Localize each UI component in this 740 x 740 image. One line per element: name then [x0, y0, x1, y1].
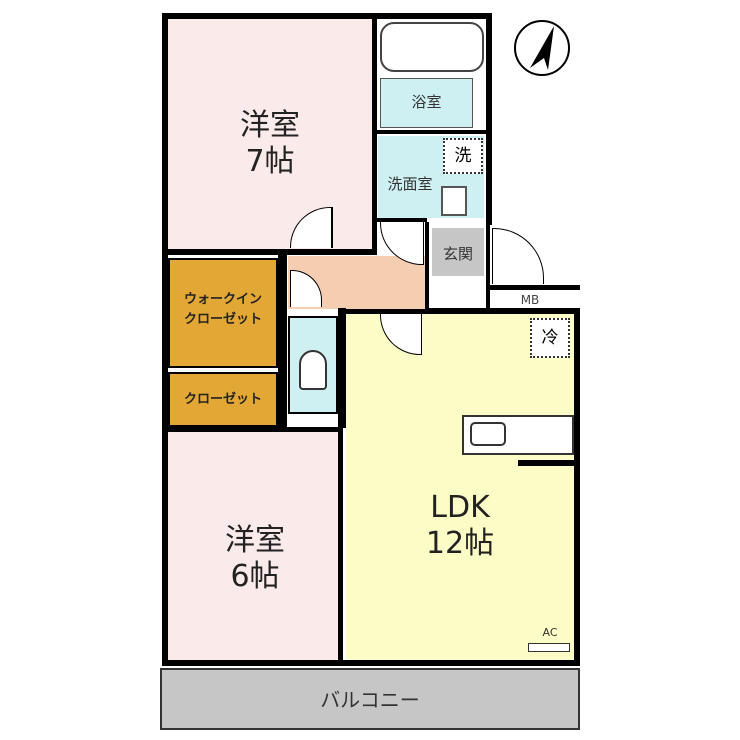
room-name: 洋室	[225, 523, 285, 558]
room-name: ウォークイン	[183, 292, 262, 307]
ac-label: AC	[542, 626, 558, 639]
room-ldk	[346, 314, 574, 660]
washer-symbol: 洗	[454, 146, 472, 166]
washer-space: 洗	[443, 138, 483, 174]
room-bath	[380, 78, 473, 128]
room-size: 6帖	[230, 559, 280, 594]
fridge-symbol: 冷	[541, 328, 559, 348]
bathtub	[380, 22, 484, 72]
entrance-door	[492, 228, 544, 284]
meter-box-label: MB	[520, 293, 540, 307]
closet	[168, 372, 278, 427]
ac-unit	[528, 643, 570, 652]
fridge-space: 冷	[530, 318, 570, 358]
room-name: クローゼット	[183, 312, 262, 327]
room-name: 洗面室	[387, 175, 433, 193]
sink-icon	[441, 186, 467, 216]
room-western-6	[168, 432, 338, 660]
room-name: LDK	[430, 490, 490, 525]
walk-in-closet	[168, 258, 278, 368]
kitchen-counter	[462, 415, 574, 455]
room-name: バルコニー	[320, 688, 420, 712]
kitchen-sink-icon	[470, 422, 506, 446]
room-size: 7帖	[245, 144, 295, 179]
room-name: 玄関	[442, 245, 473, 263]
room-name: 洋室	[240, 108, 300, 143]
room-toilet	[288, 316, 338, 414]
room-size: 12帖	[425, 526, 495, 561]
toilet-icon	[299, 350, 327, 390]
north-compass-icon	[514, 20, 570, 76]
balcony	[160, 668, 580, 730]
room-name: 浴室	[411, 93, 442, 111]
room-western-7	[168, 19, 372, 249]
room-name: クローゼット	[183, 392, 262, 407]
room-entrance	[432, 228, 484, 276]
